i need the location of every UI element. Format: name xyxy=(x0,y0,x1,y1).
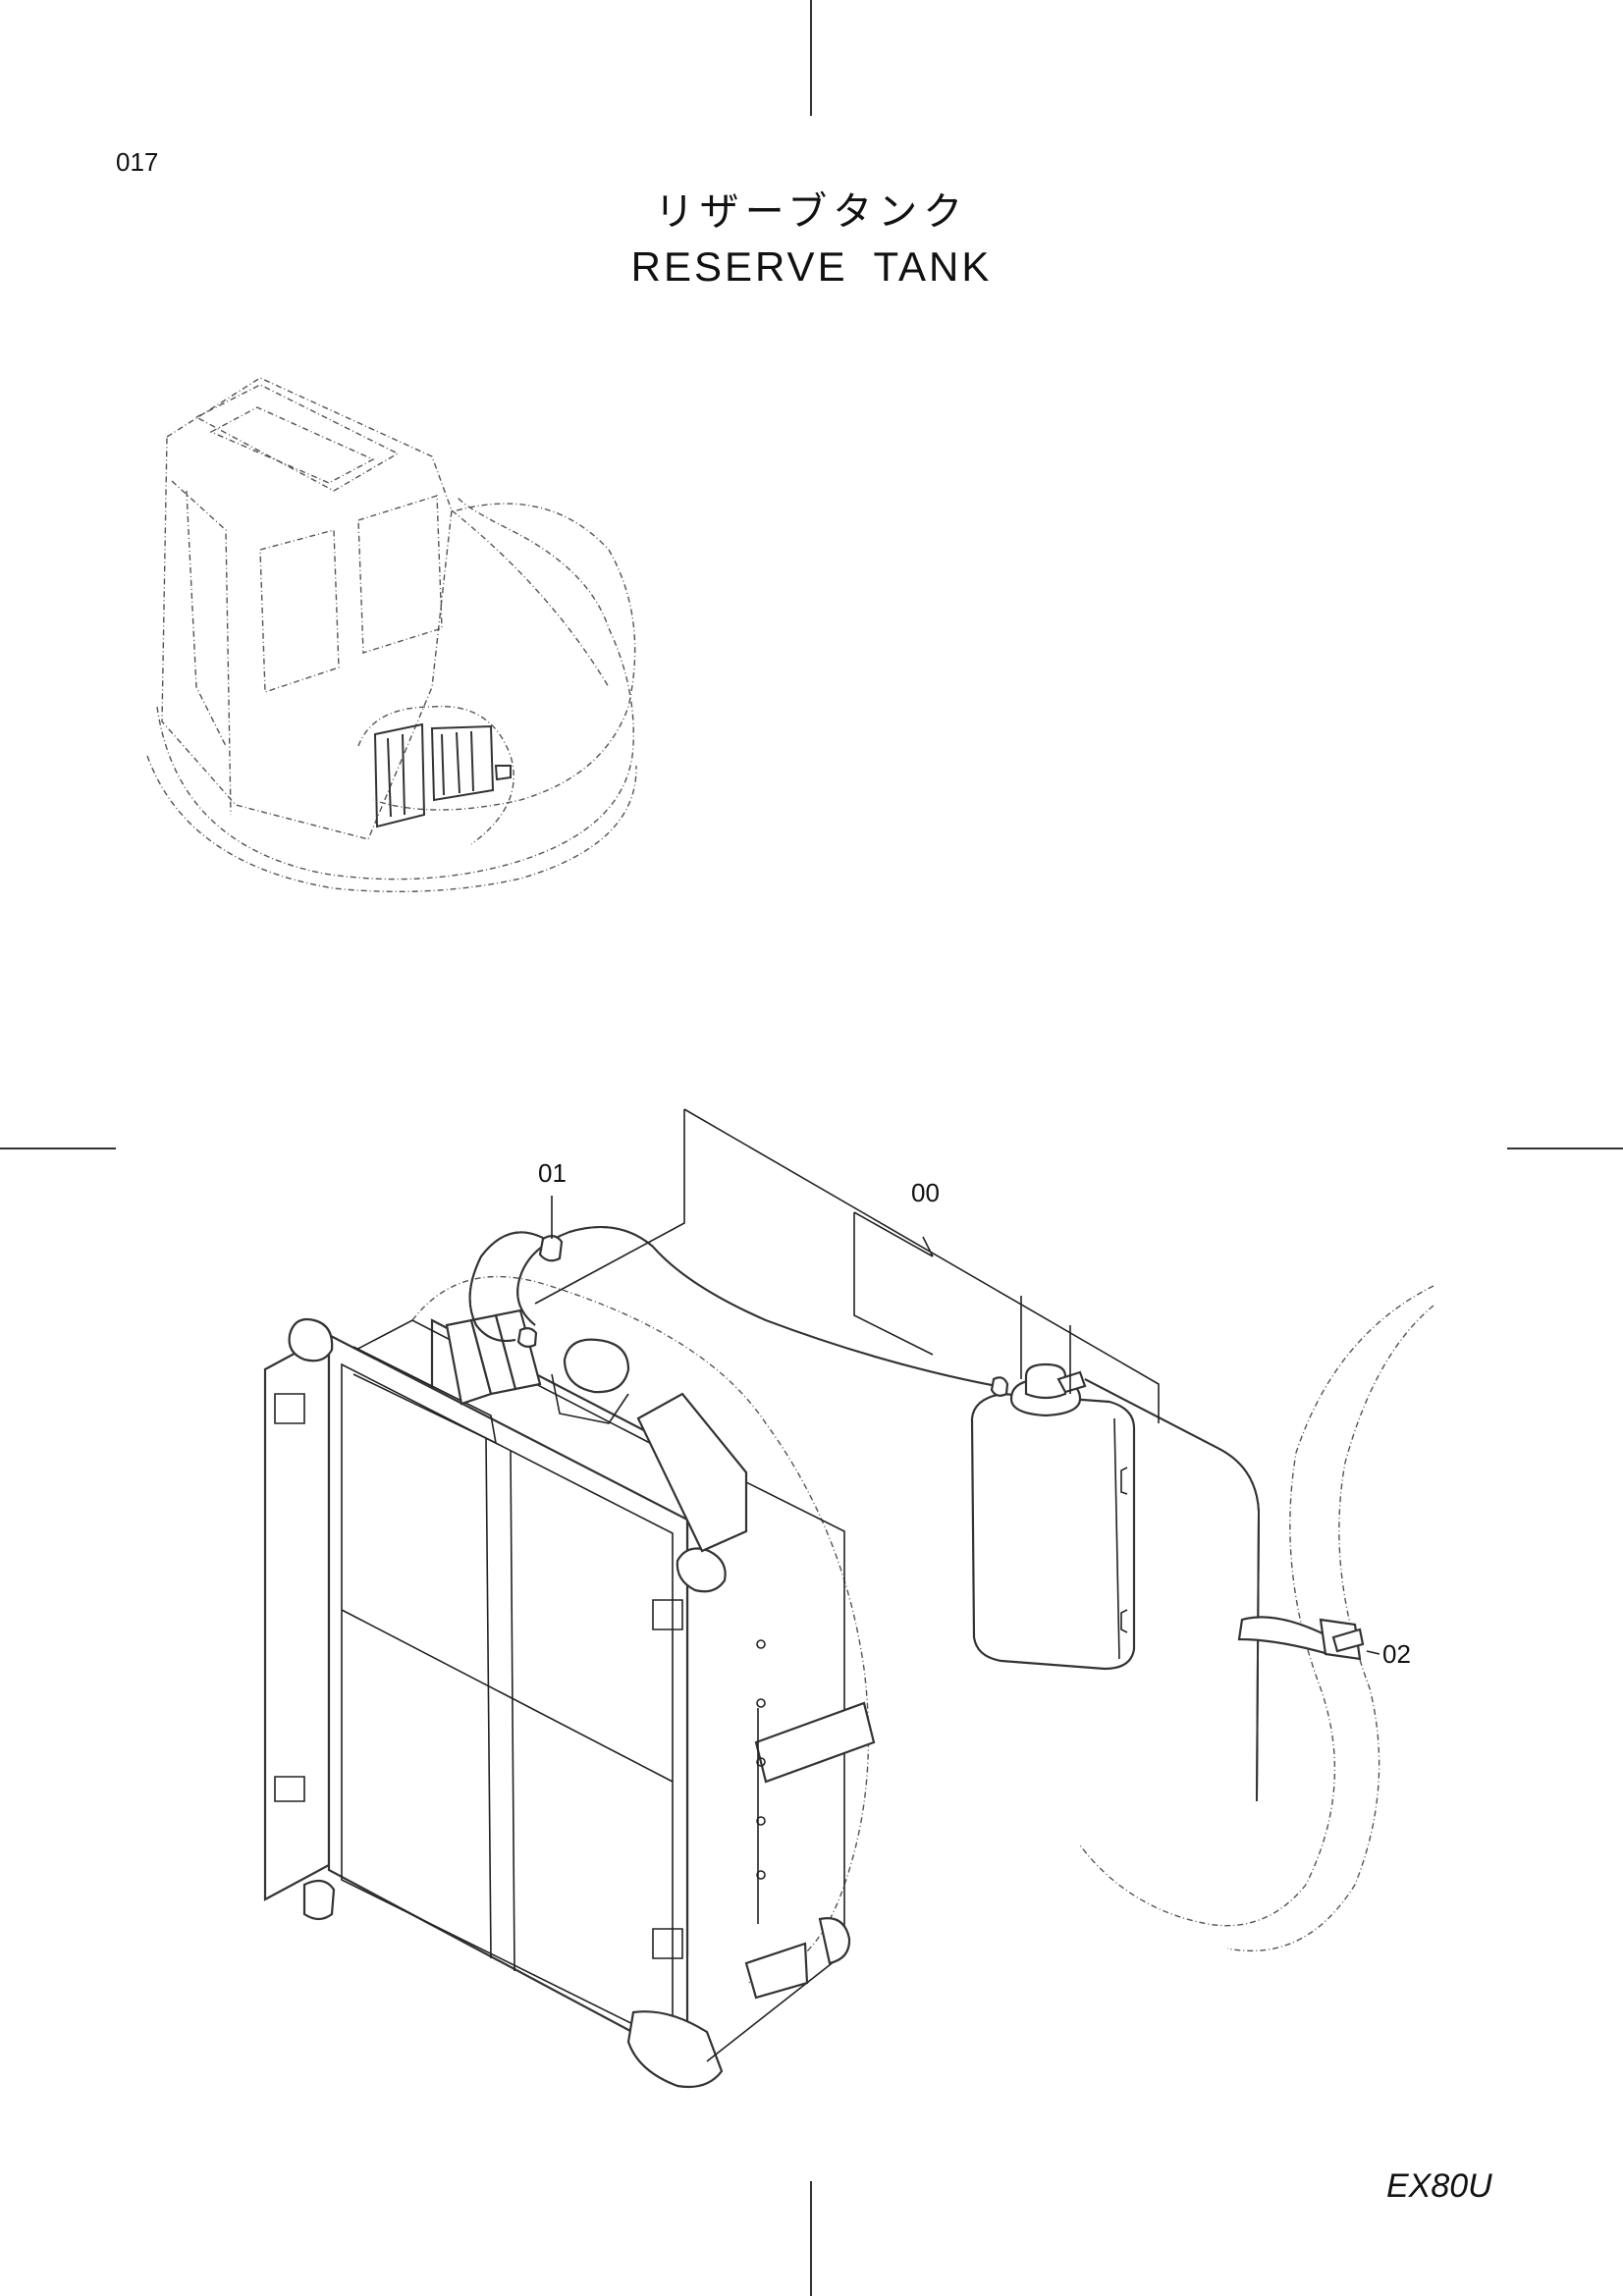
reserve-tank xyxy=(970,1362,1136,1671)
excavator-overview-illustration xyxy=(146,377,637,893)
radiator-assembly xyxy=(263,1275,876,2089)
radiator-location-marker xyxy=(373,722,512,828)
part-label-00: 00 xyxy=(911,1178,940,1207)
page-title-english: RESERVE TANK xyxy=(630,243,993,290)
model-code: EX80U xyxy=(1386,2167,1492,2205)
page-number: 017 xyxy=(116,147,159,177)
reserve-tank-hoses xyxy=(468,1226,1434,1952)
part-label-02: 02 xyxy=(1382,1639,1411,1669)
leader-lines xyxy=(534,1108,1380,1655)
page-title-japanese: リザーブタンク xyxy=(654,189,969,235)
title-block: リザーブタンク RESERVE TANK xyxy=(0,185,1623,294)
part-label-01: 01 xyxy=(538,1158,567,1188)
